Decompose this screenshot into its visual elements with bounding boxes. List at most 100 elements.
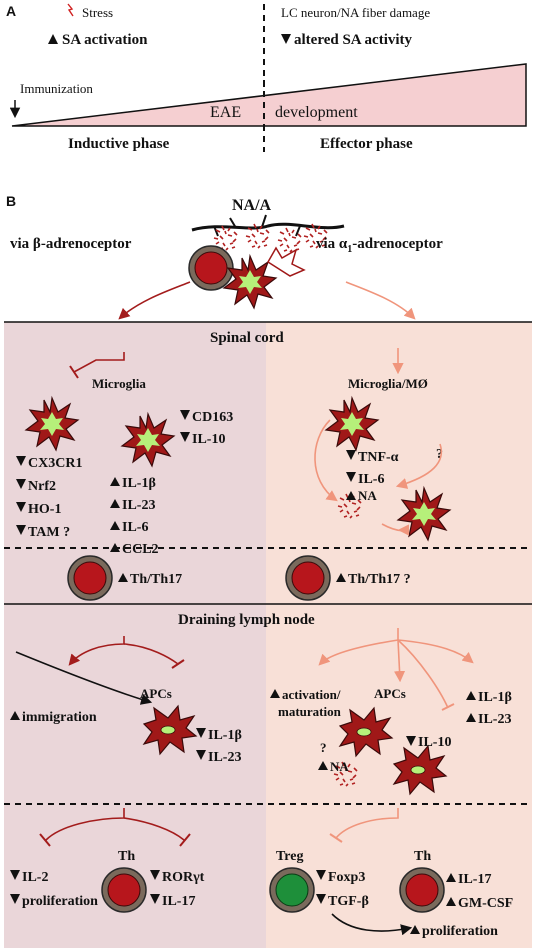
up-triangle-icon — [446, 897, 456, 906]
inductive-phase-label: Inductive phase — [68, 136, 170, 152]
up-triangle-icon — [336, 573, 346, 582]
list-item: TAM ? — [28, 525, 70, 540]
inhibition-line — [45, 808, 125, 841]
down-triangle-icon — [196, 728, 206, 738]
inhibition-bar — [329, 833, 343, 843]
alpha-arrow — [318, 639, 399, 666]
apcs-label-right: APCs — [374, 686, 406, 701]
down-triangle-icon — [16, 479, 26, 489]
feedback-arrow — [381, 523, 409, 536]
th-cell-icon — [101, 867, 147, 913]
development-label: development — [275, 104, 358, 121]
lightning-icon — [67, 3, 74, 17]
feedback-arrow — [395, 443, 443, 489]
down-triangle-icon — [316, 894, 326, 904]
via-beta-label: via β-adrenoceptor — [10, 236, 132, 252]
inhibition-line — [73, 352, 125, 373]
effector-phase-label: Effector phase — [320, 136, 413, 152]
microglia-mo-label: Microglia/MØ — [348, 376, 428, 391]
question-mark: ? — [320, 740, 327, 755]
eae-label: EAE — [210, 104, 241, 121]
down-triangle-icon — [346, 450, 356, 460]
th-th17-q-label: Th/Th17 ? — [348, 572, 411, 587]
immigration-label: immigration — [22, 710, 97, 725]
list-item: Nrf2 — [28, 479, 56, 494]
na-label: NA — [358, 488, 377, 503]
roryt-label: RORγt — [162, 870, 205, 885]
sa-activation-label: SA activation — [62, 32, 148, 48]
alpha-panel-background — [266, 322, 532, 948]
down-triangle-icon — [316, 870, 326, 880]
up-triangle-icon — [110, 521, 120, 530]
list-item: IL-6 — [122, 520, 148, 535]
alpha-path-arrow — [345, 281, 416, 320]
altered-sa-label: altered SA activity — [294, 32, 413, 48]
list-item: IL-23 — [122, 498, 155, 513]
up-triangle-icon — [466, 713, 476, 722]
draining-ln-title: Draining lymph node — [178, 612, 315, 628]
list-item: IL-23 — [208, 750, 241, 765]
down-triangle-icon — [281, 34, 291, 44]
inhibition-bar — [39, 833, 51, 847]
proliferation-arrow — [331, 913, 413, 936]
panel-b-label: B — [6, 193, 16, 209]
right-list-1: TNF-αIL-6 — [346, 450, 399, 487]
proliferation-label: proliferation — [22, 894, 98, 909]
na-label: NA — [330, 759, 349, 774]
il2-label: IL-2 — [22, 870, 48, 885]
up-triangle-icon — [466, 691, 476, 700]
via-alpha-label: via α1-adrenoceptor — [316, 236, 443, 255]
up-triangle-icon — [10, 711, 20, 720]
down-triangle-icon — [150, 870, 160, 880]
alpha-arrow — [397, 639, 474, 664]
na-a-label: NA/A — [232, 197, 272, 214]
up-triangle-icon — [110, 543, 120, 552]
inhibition-bar — [179, 833, 191, 847]
panel-a-label: A — [6, 3, 16, 19]
immunization-label: Immunization — [20, 81, 93, 96]
inhibition-line — [123, 817, 185, 841]
down-triangle-icon — [346, 472, 356, 482]
down-triangle-icon — [10, 894, 20, 904]
apc-outline-icon — [266, 246, 306, 277]
lc-damage-label: LC neuron/NA fiber damage — [281, 5, 430, 20]
apcs-label-left: APCs — [140, 686, 172, 701]
nerve-fiber — [191, 222, 345, 232]
list-item: CD163 — [192, 410, 233, 425]
up-triangle-icon — [48, 34, 58, 44]
il10-label: IL-10 — [418, 735, 451, 750]
alpha-arrow — [393, 639, 406, 683]
immigration-arrow — [15, 651, 153, 705]
list-item: IL-1β — [122, 476, 156, 491]
treg-cell-icon — [269, 867, 315, 913]
down-triangle-icon — [10, 870, 20, 880]
list-item: IL-1β — [208, 728, 242, 743]
th-th17-label: Th/Th17 — [130, 572, 182, 587]
up-triangle-icon — [110, 499, 120, 508]
treg-label: Treg — [276, 849, 303, 864]
list-item: HO-1 — [28, 502, 61, 517]
th-label-right: Th — [414, 849, 431, 864]
down-triangle-icon — [16, 502, 26, 512]
feedback-arrow — [314, 419, 338, 502]
beta-path-arrow — [118, 281, 191, 320]
inhibition-line — [123, 643, 179, 665]
list-item: IL-10 — [192, 432, 225, 447]
list-item: IL-1β — [478, 690, 512, 705]
th-cell-icon — [285, 555, 331, 601]
up-triangle-icon — [410, 925, 420, 934]
th-label-left: Th — [118, 849, 135, 864]
down-triangle-icon — [180, 410, 190, 420]
up-triangle-icon — [110, 477, 120, 486]
eae-wedge — [11, 63, 527, 127]
beta-arrow — [68, 636, 125, 666]
down-triangle-icon — [16, 456, 26, 466]
nerve-branches — [213, 214, 301, 237]
up-triangle-icon — [446, 873, 456, 882]
